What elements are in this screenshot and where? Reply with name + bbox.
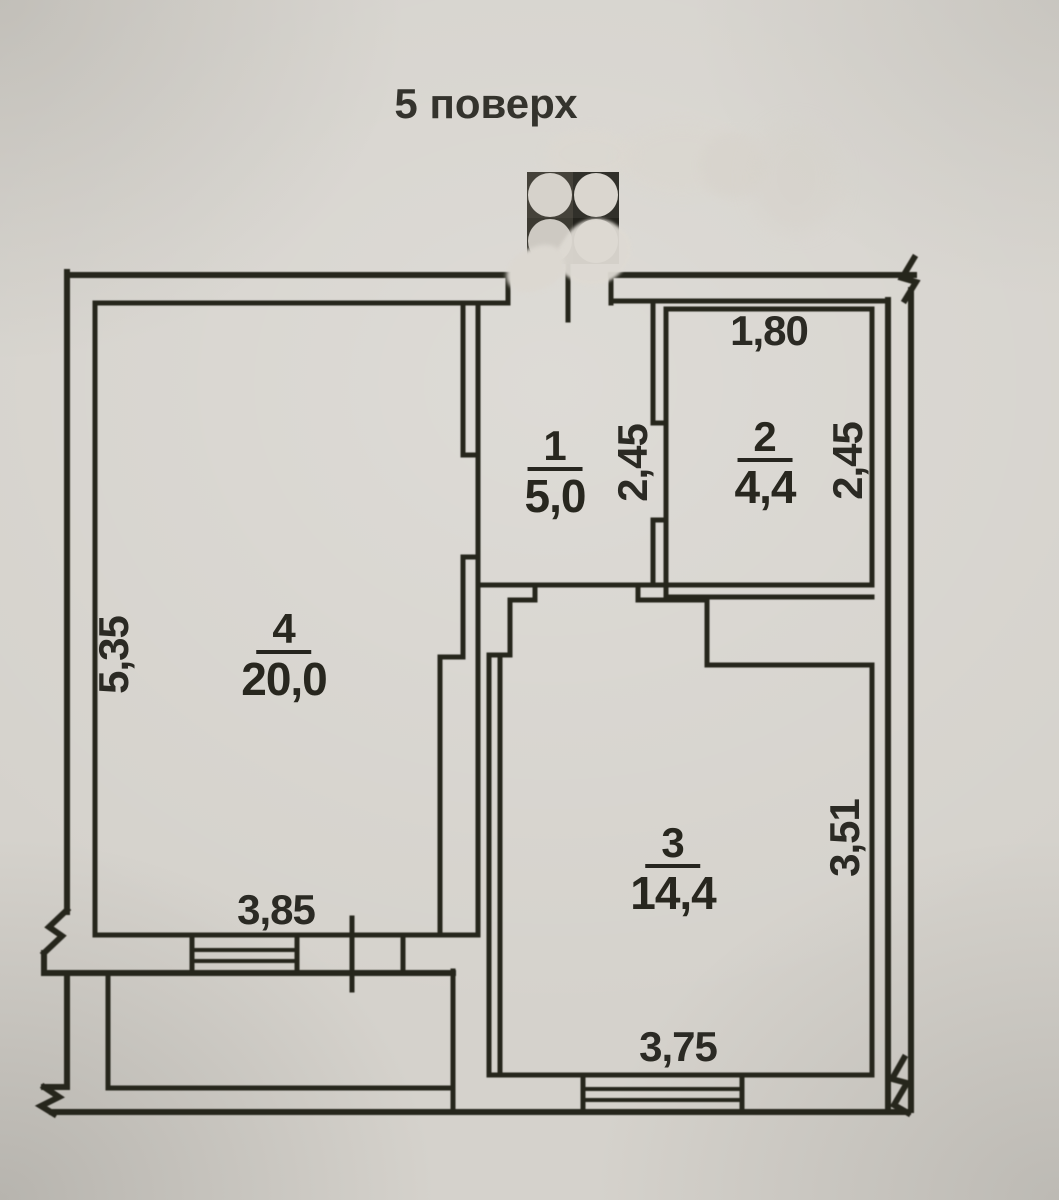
dim-room2-depth: 2,45 — [824, 422, 871, 500]
room-1-area: 5,0 — [524, 470, 587, 522]
dim-room4-depth: 5,35 — [90, 616, 137, 694]
break-mark-top-right — [897, 253, 921, 305]
room-1-label: 1 5,0 — [524, 425, 587, 522]
break-mark-bottom-left — [34, 1082, 65, 1119]
dim-room3-width: 3,75 — [639, 1023, 718, 1070]
room-3-area: 14,4 — [630, 867, 717, 919]
dim-room1-depth: 2,45 — [609, 424, 656, 502]
room-1-number: 1 — [527, 425, 583, 471]
room-4-area: 20,0 — [241, 653, 328, 705]
watermark-blur — [545, 128, 635, 180]
dim-room3-depth: 3,51 — [821, 799, 868, 877]
room-4-label: 4 20,0 — [241, 608, 328, 705]
room-3-label: 3 14,4 — [630, 822, 717, 919]
watermark-blur — [752, 124, 840, 232]
room-3-number: 3 — [645, 822, 701, 868]
room-2-label: 2 4,4 — [734, 416, 797, 513]
inner-walls — [92, 257, 891, 1115]
watermark-tile — [573, 172, 619, 218]
dim-room2-width: 1,80 — [730, 307, 809, 354]
outer-walls — [34, 253, 921, 1119]
floor-title: 5 поверх — [394, 80, 578, 127]
room-2-area: 4,4 — [734, 461, 797, 513]
room-4-number: 4 — [256, 608, 312, 654]
break-mark-left — [39, 905, 72, 958]
watermark-tile — [527, 172, 573, 218]
break-mark-bottom-right — [887, 1053, 913, 1118]
room-2-number: 2 — [737, 416, 793, 462]
dim-room4-width: 3,85 — [237, 886, 316, 933]
